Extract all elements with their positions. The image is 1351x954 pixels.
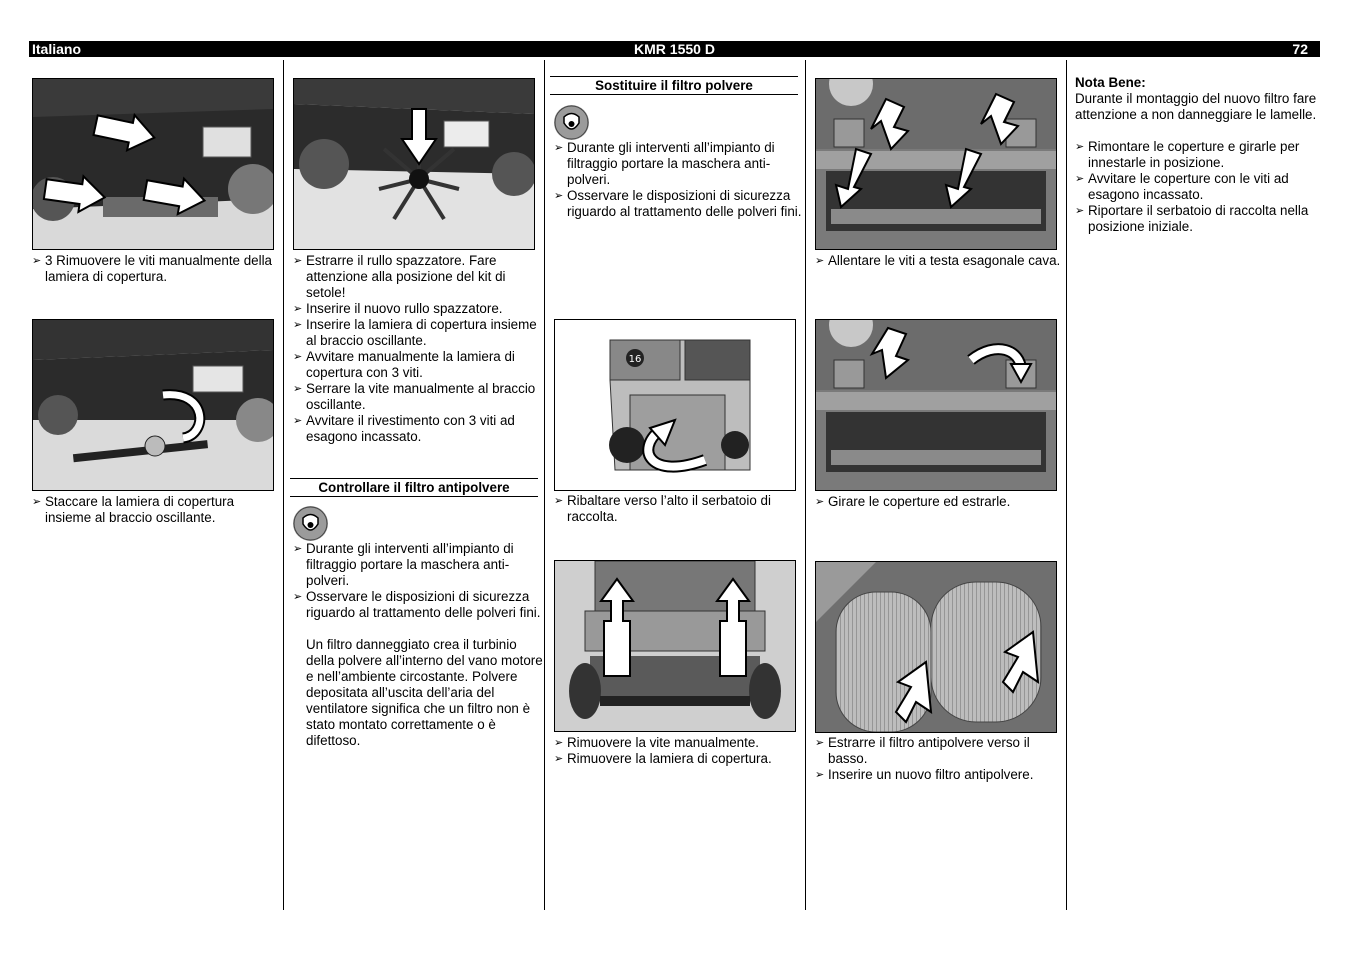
photo-remove-cover-plate (554, 560, 796, 732)
note-text: Durante il montaggio del nuovo filtro fa… (1075, 91, 1317, 122)
section-title-replace-filter: Sostituire il filtro polvere (550, 76, 798, 95)
photo-detach-cover (32, 319, 274, 491)
caption-turn-covers: Girare le coperture ed estrarle. (815, 494, 1065, 510)
caption-tilt-container: Ribaltare verso l’alto il serbatoio di r… (554, 493, 804, 525)
list-item: Durante gli interventi all’impianto di f… (293, 541, 543, 589)
photo-loosen-screws (815, 78, 1057, 250)
list-item: Inserire il nuovo rullo spazzatore. (293, 301, 543, 317)
list-item: Staccare la lamiera di copertura insieme… (32, 494, 282, 526)
list-item: Avvitare manualmente la lamiera di coper… (293, 349, 543, 381)
list-item: Estrarre il rullo spazzatore. Fare atten… (293, 253, 543, 301)
list-item: Osservare le disposizioni di sicurezza r… (293, 589, 543, 621)
column-divider (805, 60, 806, 910)
photo-brush-roller (293, 78, 535, 250)
list-item: Avvitare le coperture con le viti ad esa… (1075, 171, 1325, 203)
language-label: Italiano (32, 41, 82, 57)
page-header: Italiano KMR 1550 D 72 (29, 41, 1320, 57)
page-number: 72 (1292, 41, 1308, 57)
list-item: Durante gli interventi all’impianto di f… (554, 140, 804, 188)
list-item: 3 Rimuovere le viti manualmente della la… (32, 253, 282, 285)
list-item: Estrarre il filtro antipolvere verso il … (815, 735, 1065, 767)
list-item: Osservare le disposizioni di sicurezza r… (554, 188, 804, 220)
caption-extract-filter: Estrarre il filtro antipolvere verso il … (815, 735, 1065, 783)
list-item: Riportare il serbatoio di raccolta nella… (1075, 203, 1325, 235)
model-label: KMR 1550 D (634, 41, 715, 57)
list-item: Rimontare le coperture e girarle per inn… (1075, 139, 1325, 171)
photo-tilt-container: 16 (554, 319, 796, 491)
caption-loosen-screws: Allentare le viti a testa esagonale cava… (815, 253, 1065, 269)
photo-turn-covers (815, 319, 1057, 491)
section-title-check-filter: Controllare il filtro antipolvere (290, 478, 538, 497)
list-item: Serrare la vite manualmente al braccio o… (293, 381, 543, 413)
photo-extract-filter (815, 561, 1057, 733)
caption-remove-screws: 3 Rimuovere le viti manualmente della la… (32, 253, 282, 285)
safety-notes-replace: Durante gli interventi all’impianto di f… (554, 140, 804, 220)
column-divider (544, 60, 545, 910)
list-item: Ribaltare verso l’alto il serbatoio di r… (554, 493, 804, 525)
list-item: Avvitare il rivestimento con 3 viti ad e… (293, 413, 543, 445)
column-divider (283, 60, 284, 910)
list-item: Inserire la lamiera di copertura insieme… (293, 317, 543, 349)
list-item: Inserire un nuovo filtro antipolvere. (815, 767, 1065, 783)
caption-detach-cover: Staccare la lamiera di copertura insieme… (32, 494, 282, 526)
filter-damage-note: Un filtro danneggiato crea il turbinio d… (306, 637, 543, 748)
list-item: Rimuovere la vite manualmente. (554, 735, 804, 751)
list-item: Allentare le viti a testa esagonale cava… (815, 253, 1065, 269)
dust-mask-icon (554, 105, 589, 140)
note-title: Nota Bene: (1075, 75, 1146, 90)
list-item: Girare le coperture ed estrarle. (815, 494, 1065, 510)
caption-remove-cover-plate: Rimuovere la vite manualmente.Rimuovere … (554, 735, 804, 767)
machine-number-label: 16 (629, 354, 642, 365)
note-block: Nota Bene: Durante il montaggio del nuov… (1075, 75, 1325, 235)
safety-notes-check: Durante gli interventi all’impianto di f… (293, 541, 543, 749)
photo-cover-screws (32, 78, 274, 250)
list-item: Rimuovere la lamiera di copertura. (554, 751, 804, 767)
dust-mask-icon (293, 506, 328, 541)
steps-replace-roller: Estrarre il rullo spazzatore. Fare atten… (293, 253, 543, 445)
column-divider (1066, 60, 1067, 910)
